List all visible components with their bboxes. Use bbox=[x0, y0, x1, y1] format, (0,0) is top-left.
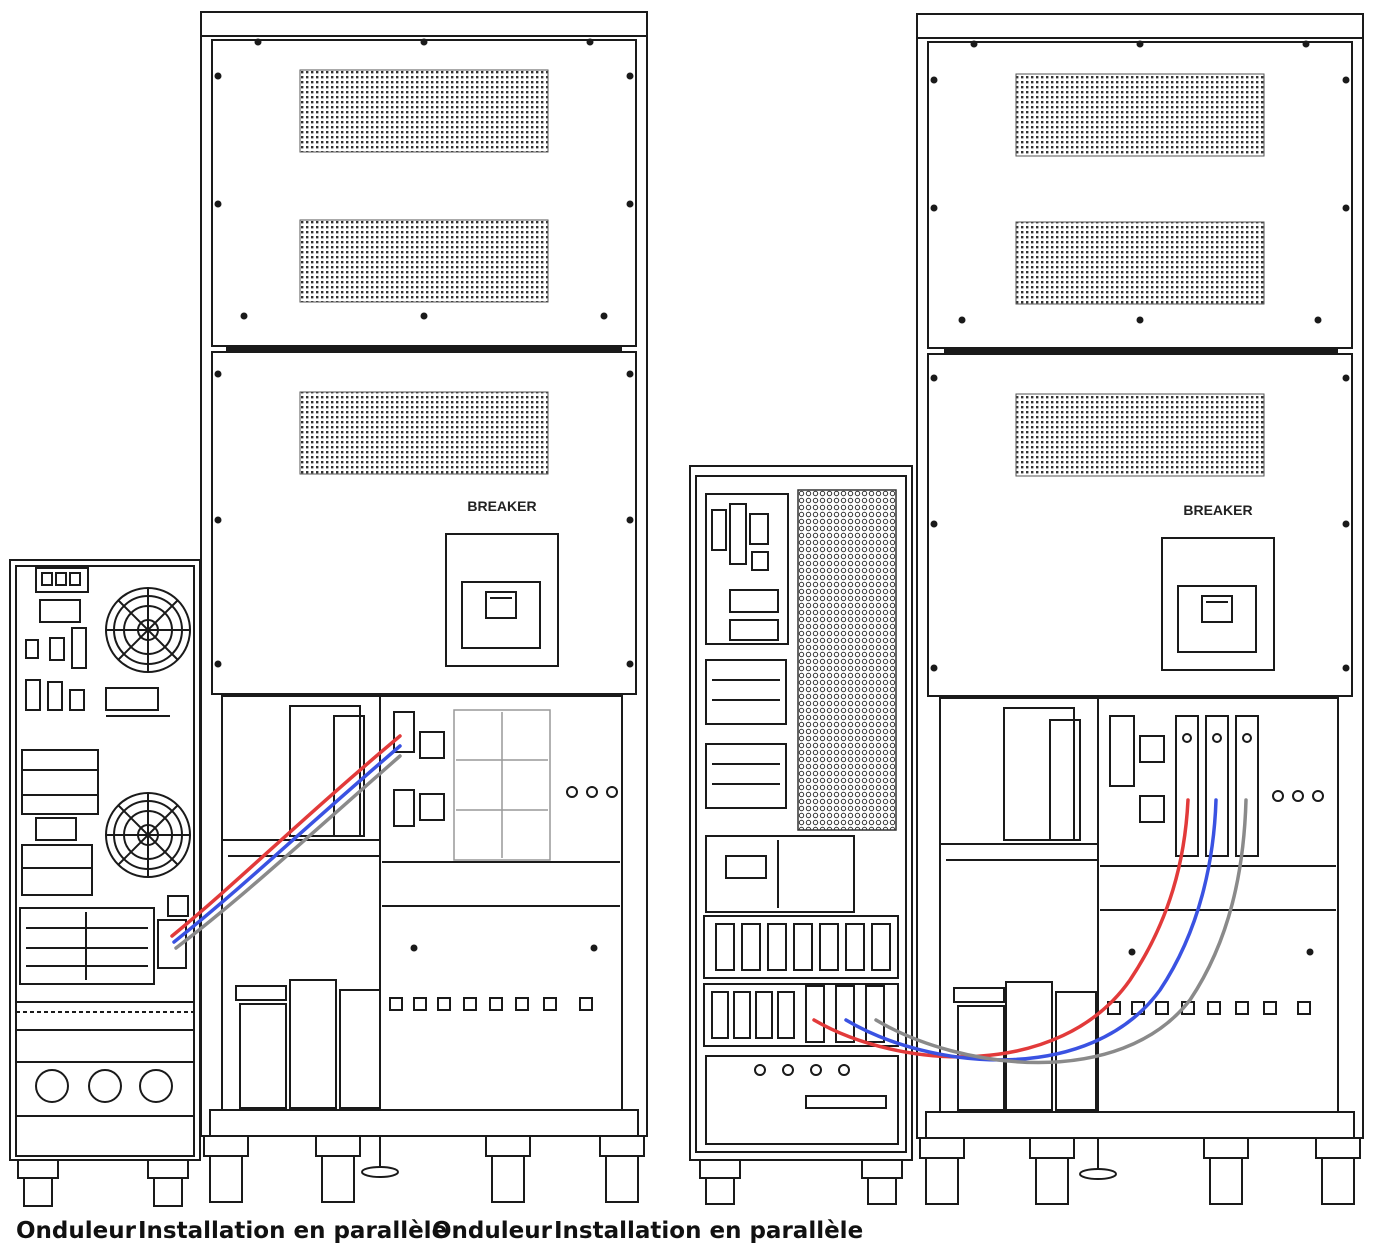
cables-right bbox=[812, 798, 1248, 1065]
screw-dots bbox=[214, 38, 1350, 956]
small-ups-left bbox=[9, 559, 201, 1207]
caption-parallel-left: Installation en parallèle bbox=[138, 1218, 448, 1244]
tall-cabinet-left bbox=[200, 11, 648, 1203]
tall-cabinet-right bbox=[916, 13, 1364, 1205]
breaker-label-right: BREAKER bbox=[1183, 502, 1252, 518]
fan-icon bbox=[105, 792, 191, 878]
caption-ups-left: Onduleur bbox=[16, 1218, 136, 1244]
breaker-label-left: BREAKER bbox=[467, 498, 536, 514]
caption-parallel-right: Installation en parallèle bbox=[554, 1218, 864, 1244]
cables-left bbox=[170, 734, 402, 950]
fan-icon bbox=[105, 587, 191, 673]
small-ups-right bbox=[689, 465, 913, 1205]
caption-ups-right: Onduleur bbox=[432, 1218, 552, 1244]
